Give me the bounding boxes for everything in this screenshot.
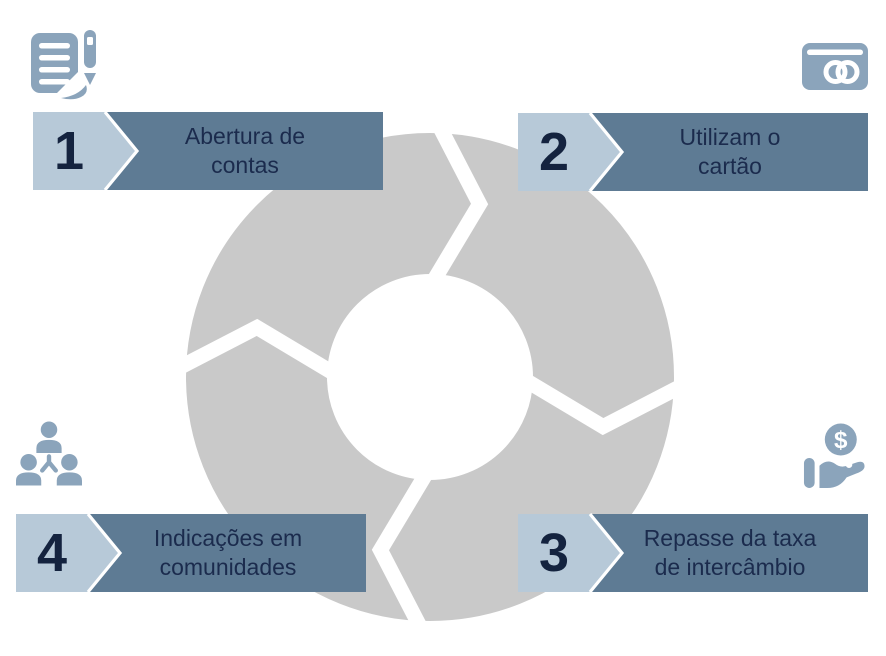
step-3-number-chevron [518,512,625,594]
step-1-number: 1 [53,121,85,181]
segment-gap-bottom [371,469,434,633]
step-1-label: Abertura de contas [107,112,383,190]
step-2-label-line-2: cartão [698,153,762,179]
step-3-label-bar [588,514,868,592]
step-4-label: Indicações em comunidades [90,514,366,592]
step-3-label-line-1: Repasse da taxa [643,525,817,551]
step-1-label-bar [103,112,383,190]
step-3-label: Repasse da taxa de intercâmbio [592,514,868,592]
step-2-label: Utilizam o cartão [592,113,868,191]
step-1-label-line-1: Abertura de [184,123,306,149]
step-1-banner: Abertura de contas 1 [33,110,383,192]
step-3-label-line-2: de intercâmbio [654,554,806,580]
step-2-label-line-1: Utilizam o [679,124,781,150]
step-4-number: 4 [36,523,68,583]
step-1-label-line-2: contas [211,152,279,178]
step-4-number-chevron [16,512,123,594]
people-network-icon [16,421,82,486]
step-2-number: 2 [538,122,570,182]
step-4-label-line-2: comunidades [159,554,297,580]
credit-card-icon [802,43,868,90]
segment-gap-left [174,318,338,381]
step-3-number: 3 [538,523,570,583]
step-4-label-line-1: Indicações em [153,525,303,551]
document-pen-icon [31,30,96,100]
dollar-symbol: $ [834,427,848,454]
step-2-number-chevron [518,111,625,193]
step-1-number-chevron [33,110,140,192]
step-2-label-bar [588,113,868,191]
step-4-banner: Indicações em comunidades 4 [16,512,366,594]
hand-coin-icon: $ [803,423,865,488]
step-3-banner: Repasse da taxa de intercâmbio 3 [518,512,868,594]
segment-gap-right [522,373,686,436]
step-4-label-bar [86,514,366,592]
step-2-banner: Utilizam o cartão 2 [518,111,868,193]
segment-gap-top [426,121,489,285]
cycle-ring-body [186,133,674,621]
